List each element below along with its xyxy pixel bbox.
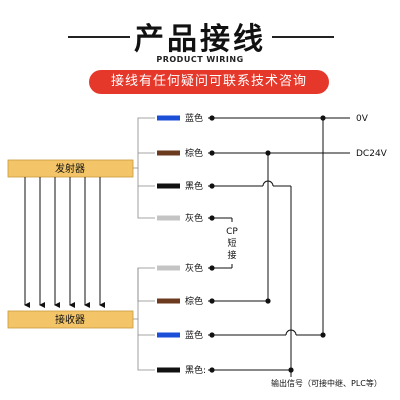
emitter-label: 发射器: [55, 162, 85, 175]
terminal-output-signal: 输出信号（可接中继、PLC等）: [271, 378, 382, 388]
title-rule-right: [272, 36, 334, 38]
title-rule-left: [68, 36, 130, 38]
wire-label-emitter-black: 黑色: [185, 180, 203, 192]
emitter-swatch-black: [157, 183, 180, 189]
cp-short-label-line2: 短: [227, 237, 236, 249]
page-title: 产品接线: [134, 22, 266, 57]
junction-dot: [209, 150, 215, 156]
junction-dot: [265, 150, 271, 156]
junction-dot: [209, 332, 215, 338]
junction-dot: [209, 183, 215, 189]
wire-label-emitter-gray: 灰色: [185, 212, 203, 224]
junction-dot: [320, 332, 326, 338]
junction-dot: [209, 367, 215, 373]
terminal-dc24v: DC24V: [356, 149, 388, 159]
junction-dot: [209, 215, 215, 221]
junction-dot: [209, 265, 215, 271]
junction-dots: [209, 115, 326, 373]
receiver-swatch-gray: [157, 265, 180, 271]
supply-wiring: [208, 117, 350, 377]
cp-short-label-line3: 接: [227, 249, 236, 261]
receiver-block: [7, 310, 134, 329]
wire-label-emitter-blue: 蓝色: [185, 112, 203, 124]
wire-label-receiver-blue: 蓝色: [185, 329, 203, 341]
wire-label-emitter-brown: 棕色: [185, 147, 203, 159]
emitter-fanout: [133, 117, 155, 219]
receiver-swatch-black: [157, 367, 180, 373]
cp-short-label-line1: CP: [226, 227, 238, 237]
terminal-0v: 0V: [356, 114, 369, 124]
receiver-wire-swatches: [157, 265, 180, 373]
receiver-swatch-brown: [157, 298, 180, 304]
receiver-label: 接收器: [55, 313, 85, 326]
junction-dot: [265, 298, 271, 304]
receiver-fanout: [133, 267, 155, 371]
junction-dot: [288, 367, 294, 373]
junction-dot: [209, 115, 215, 121]
emitter-swatch-gray: [157, 215, 180, 221]
cp-short-label-bg: [225, 222, 240, 264]
emitter-wire-swatches: [157, 115, 180, 221]
wire-label-receiver-black: 黑色:: [185, 364, 206, 376]
beam-arrows: [24, 177, 105, 308]
emitter-swatch-brown: [157, 150, 180, 156]
wire-label-receiver-gray: 灰色: [185, 262, 203, 274]
junction-dot: [209, 298, 215, 304]
junction-dot: [320, 115, 326, 121]
support-banner: 接线有任何疑问可联系技术咨询: [89, 70, 329, 94]
page-subtitle: PRODUCT WIRING: [156, 55, 244, 64]
wire-label-receiver-brown: 棕色: [185, 295, 203, 307]
emitter-swatch-blue: [157, 115, 180, 121]
receiver-swatch-blue: [157, 332, 180, 338]
